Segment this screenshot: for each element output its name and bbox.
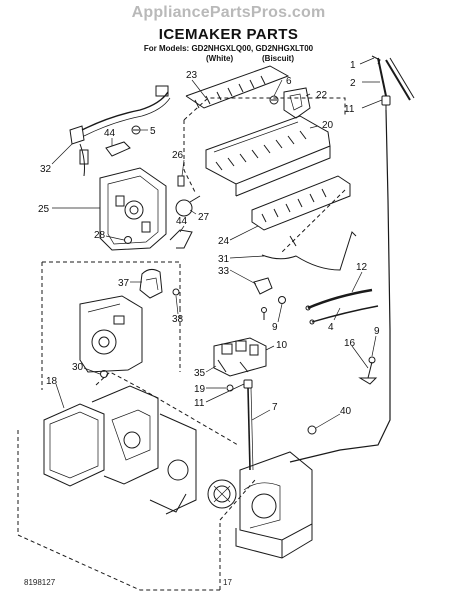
callout-44-upper: 44 — [104, 128, 116, 139]
watermark: AppliancePartsPros.com — [131, 4, 326, 21]
wiring-harness — [69, 85, 171, 177]
callout-4: 4 — [328, 322, 334, 333]
callout-37: 37 — [118, 278, 130, 289]
callout-7: 7 — [272, 402, 278, 413]
callout-24: 24 — [218, 236, 230, 247]
callout-16: 16 — [344, 338, 356, 349]
callout-44-lower: 44 — [176, 216, 188, 227]
control-housing — [99, 167, 167, 251]
right-side-small-parts — [253, 277, 379, 325]
callout-1: 1 — [350, 60, 356, 71]
callout-11: 11 — [344, 104, 355, 115]
callout-38: 38 — [172, 314, 184, 325]
callout-25: 25 — [38, 204, 50, 215]
callout-20: 20 — [322, 120, 334, 131]
diagram-title: ICEMAKER PARTS — [158, 26, 299, 43]
fan-housing — [207, 451, 313, 559]
callout-30: 30 — [72, 362, 84, 373]
tray-base — [251, 175, 351, 231]
callout-2: 2 — [350, 78, 356, 89]
callout-32: 32 — [40, 164, 52, 175]
screw-30 — [100, 370, 108, 378]
water-valve-fittings — [358, 356, 378, 385]
leader-lines — [51, 57, 383, 429]
callout-19: 19 — [194, 384, 206, 395]
callout-23: 23 — [186, 70, 198, 81]
callout-26: 26 — [172, 150, 184, 161]
fill-tube-bracket — [289, 55, 415, 463]
thermostat-and-motor — [175, 175, 201, 217]
callout-11-lower: 11 — [194, 398, 205, 409]
callout-5: 5 — [150, 126, 156, 137]
housing-screw-clip — [124, 229, 193, 249]
callout-9-left: 9 — [272, 322, 278, 333]
callout-labels: 1 2 11 23 6 22 20 5 44 32 26 25 27 28 44… — [38, 60, 380, 417]
shutoff-arm — [261, 231, 357, 271]
water-valve-assembly — [213, 337, 267, 377]
models-line: For Models: GD2NHGXLQ00, GD2NHGXLT00 — [143, 44, 314, 53]
ejector-bar — [185, 65, 290, 109]
ice-mold — [205, 115, 331, 197]
callout-9-right: 9 — [374, 326, 380, 337]
callout-28: 28 — [94, 230, 106, 241]
callout-27: 27 — [198, 212, 210, 223]
callout-22: 22 — [316, 90, 328, 101]
supply-tube — [226, 379, 317, 471]
callout-12: 12 — [356, 262, 368, 273]
variant-biscuit-label: (Biscuit) — [262, 54, 294, 63]
fan-motor-assembly — [43, 385, 197, 515]
page-number: 17 — [223, 578, 232, 587]
callout-6: 6 — [286, 76, 292, 87]
variant-white-label: (White) — [206, 54, 234, 63]
callout-33: 33 — [218, 266, 230, 277]
assembly-boundaries — [17, 97, 346, 591]
document-number: 8198127 — [24, 578, 56, 587]
control-back-plate — [79, 295, 143, 373]
callout-31: 31 — [218, 254, 230, 265]
callout-40: 40 — [340, 406, 352, 417]
callout-18: 18 — [46, 376, 58, 387]
callout-10: 10 — [276, 340, 288, 351]
callout-35: 35 — [194, 368, 206, 379]
drive-motor — [139, 268, 180, 299]
